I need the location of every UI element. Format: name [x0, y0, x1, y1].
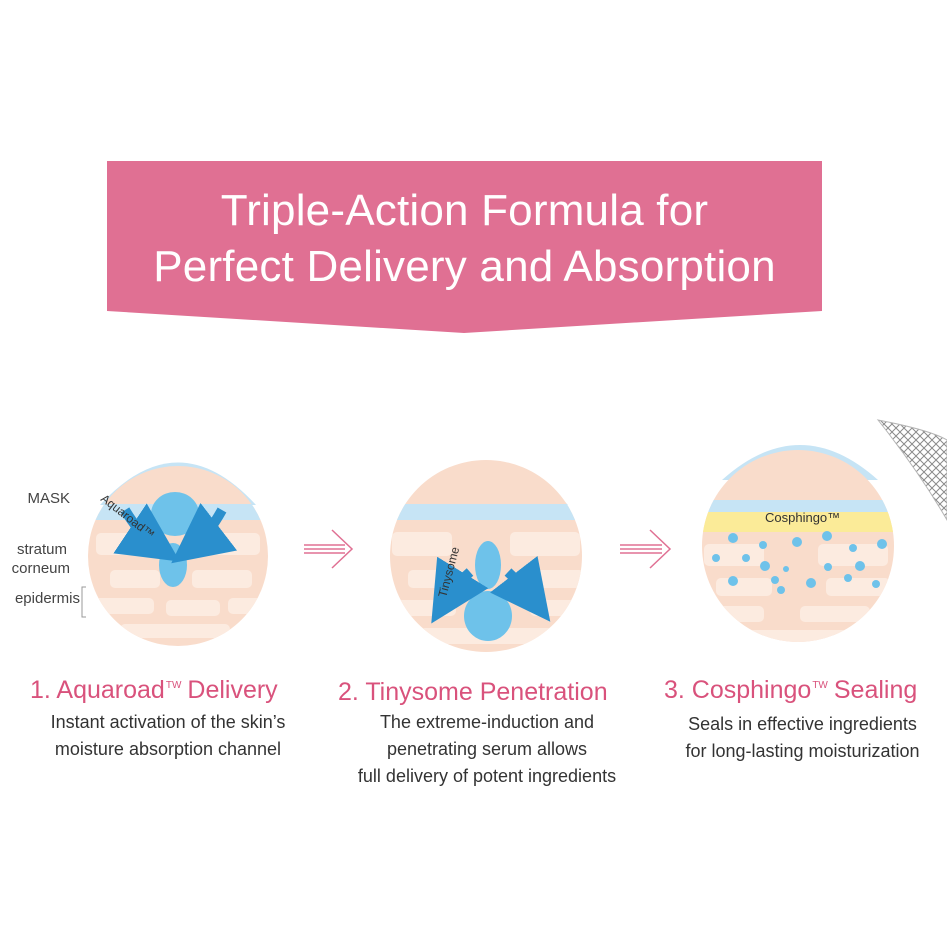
cosphingo-label: Cosphingo™: [765, 510, 840, 525]
step-2-desc-line: The extreme-induction and: [379, 712, 595, 732]
epidermis-bracket: [81, 586, 86, 618]
label-stratum: stratum: [16, 541, 67, 558]
step-3-title: 3. CosphingoTW Sealing: [664, 676, 917, 705]
step-2-description: The extreme-induction and penetrating se…: [332, 709, 642, 790]
flow-arrow-left: [431, 556, 489, 624]
banner-title: Triple-Action Formula for Perfect Delive…: [107, 183, 822, 295]
title-banner: Triple-Action Formula for Perfect Delive…: [107, 161, 822, 333]
step-1-desc-line: moisture absorption channel: [54, 739, 282, 759]
banner-shape: [107, 161, 822, 333]
diagram-tinysome: Tinysome: [390, 460, 582, 652]
connector-arrow-1: [304, 529, 354, 569]
step-1-description: Instant activation of the skin’s moistur…: [18, 709, 318, 763]
step-2-desc-line: penetrating serum allows: [386, 739, 588, 759]
step-3-title-rest: Sealing: [833, 676, 918, 704]
label-mask: MASK: [27, 490, 70, 507]
seal-layer: [702, 512, 894, 532]
droplet: [151, 492, 199, 536]
diagram-aquaroad: Aquaroad™: [81, 462, 268, 646]
step-1-desc-line: Instant activation of the skin’s: [50, 712, 286, 732]
droplet: [159, 543, 187, 587]
step-2-title: 2. Tinysome Penetration: [338, 678, 608, 706]
flow-arrow-right: [489, 555, 551, 622]
step-3-trademark: TW: [812, 680, 828, 691]
droplet: [464, 591, 512, 641]
step-3-desc-line: Seals in effective ingredients: [688, 714, 917, 734]
droplet: [475, 541, 501, 589]
step-2-desc-line: full delivery of potent ingredients: [357, 766, 617, 786]
mesh-mask-icon: [876, 419, 947, 521]
ingredient-dots: [712, 531, 887, 594]
step-1-trademark: TW: [165, 680, 182, 691]
step-1-title: 1. AquaroadTW Delivery: [30, 676, 278, 705]
diagram-cosphingo: Cosphingo™: [702, 419, 947, 642]
label-epidermis: epidermis: [14, 590, 80, 607]
step-1-title-rest: Delivery: [187, 676, 278, 704]
banner-title-line2: Perfect Delivery and Absorption: [153, 242, 776, 291]
flow-arrow-right: [171, 502, 238, 564]
banner-title-line1: Triple-Action Formula for: [220, 186, 709, 235]
step-3-desc-line: for long-lasting moisturization: [685, 741, 920, 761]
connector-arrow-2: [620, 529, 672, 569]
step-3-title-text: 3. Cosphingo: [664, 676, 812, 704]
step-3-description: Seals in effective ingredients for long-…: [660, 711, 945, 765]
flow-arrow-left: [113, 503, 180, 562]
step-1-title-text: 1. Aquaroad: [30, 676, 165, 704]
label-corneum: corneum: [11, 560, 70, 577]
